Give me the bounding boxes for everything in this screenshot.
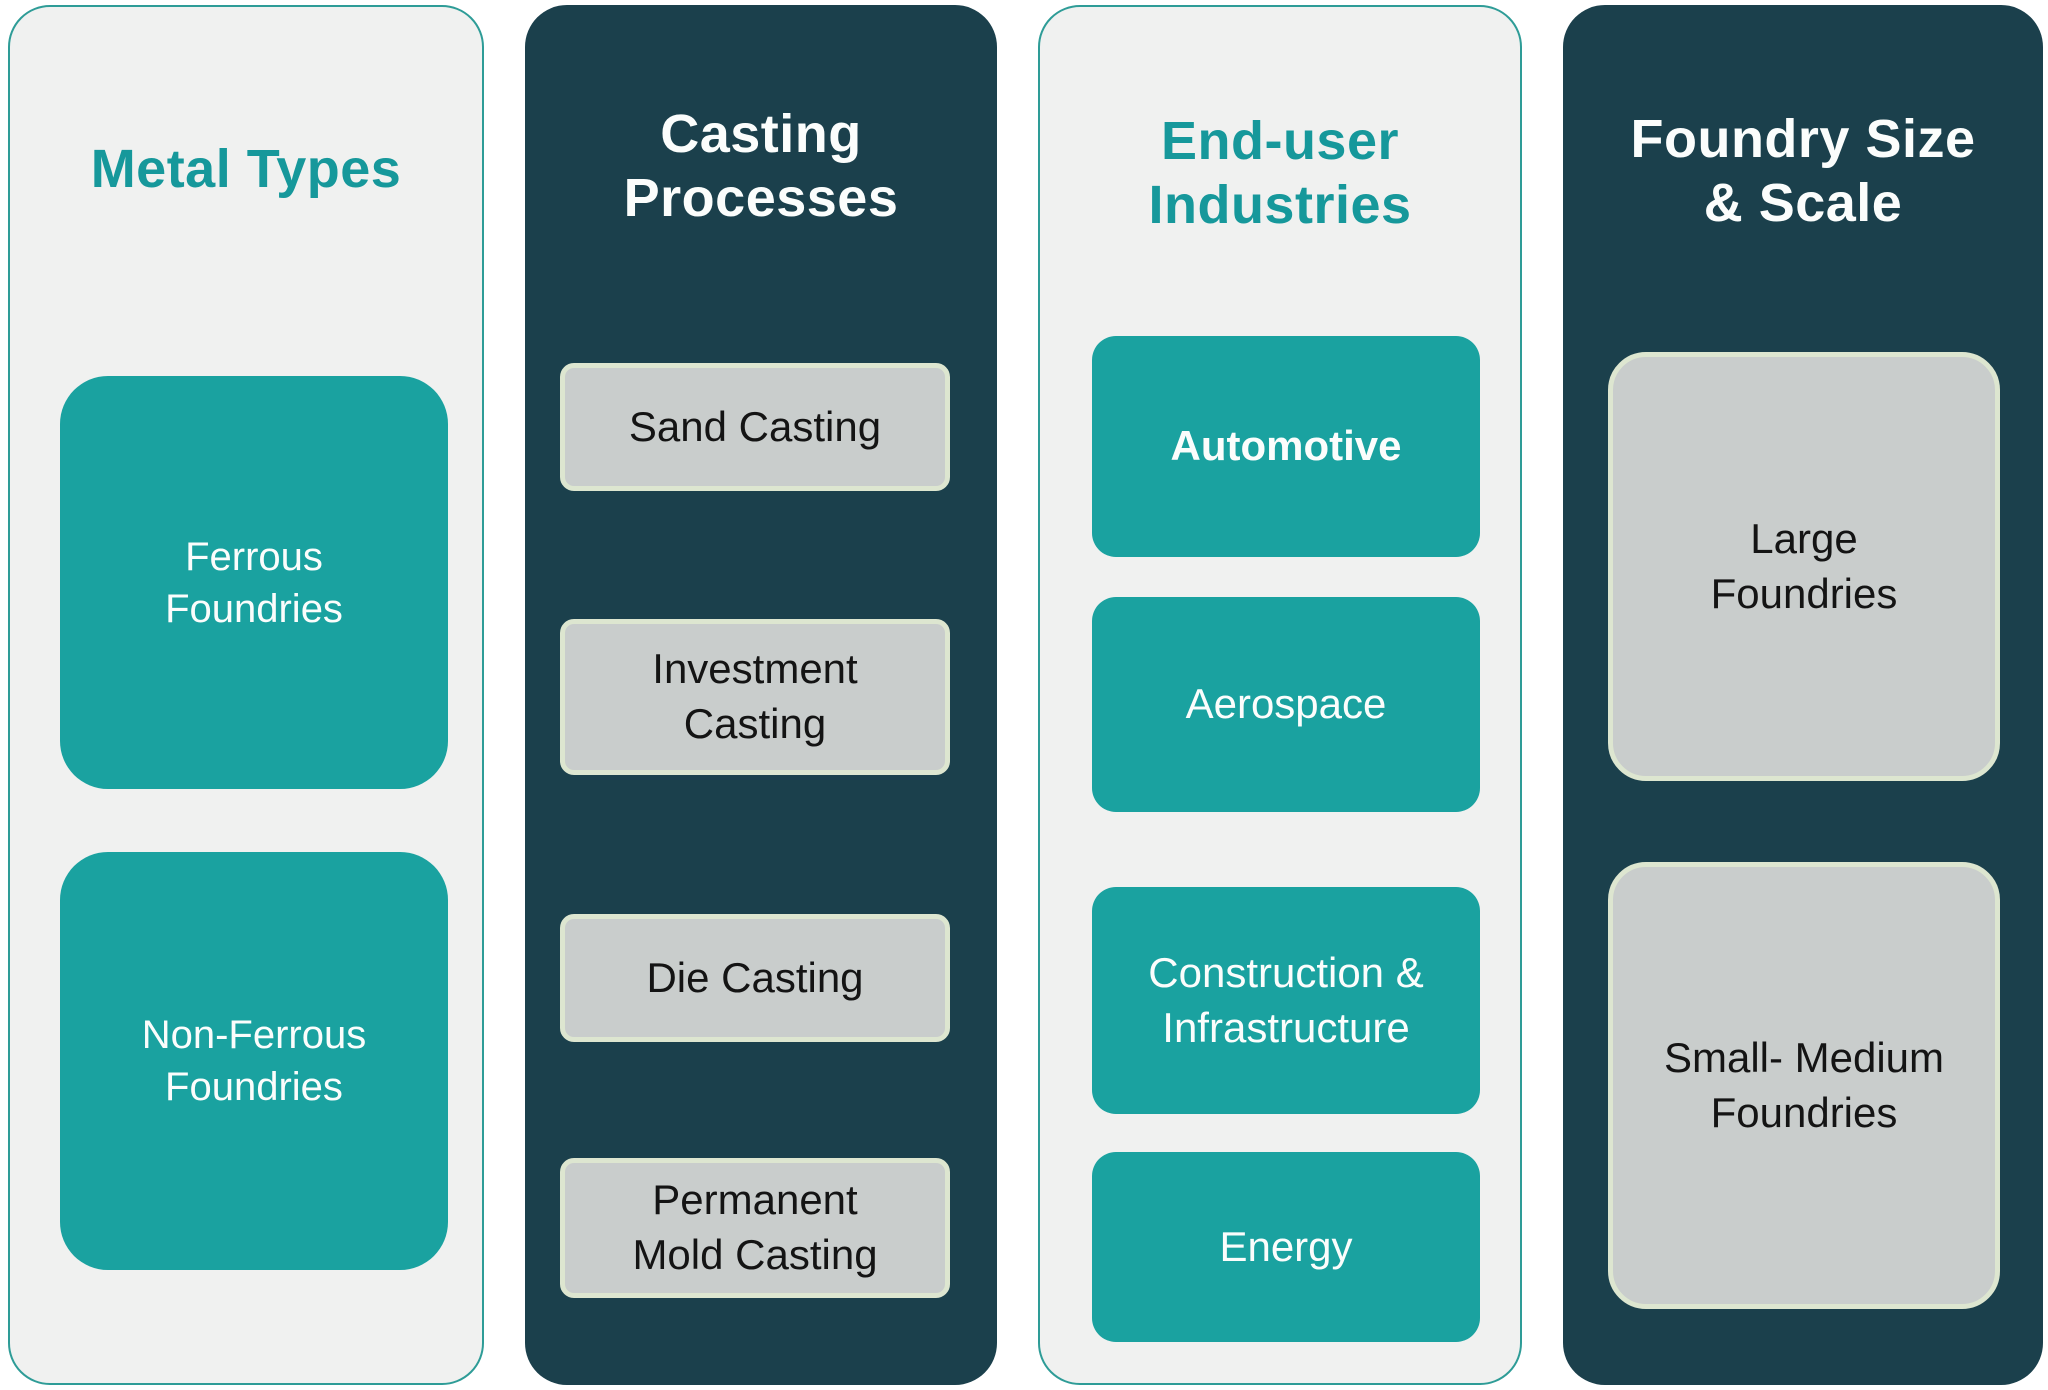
panel-metal-types: Metal Types Ferrous Foundries Non-Ferrou…: [8, 5, 484, 1385]
node-aerospace: Aerospace: [1092, 597, 1480, 812]
panel-title-metal-types: Metal Types: [90, 139, 402, 199]
panel-title-end-user-industries: End-user Industries: [1148, 111, 1412, 235]
node-energy: Energy: [1092, 1152, 1480, 1342]
node-ferrous-foundries: Ferrous Foundries: [60, 376, 448, 789]
node-non-ferrous-foundries: Non-Ferrous Foundries: [60, 852, 448, 1270]
node-investment-casting: Investment Casting: [560, 619, 950, 775]
node-sand-casting: Sand Casting: [560, 363, 950, 491]
panel-title-casting-processes: Casting Processes: [623, 104, 899, 228]
node-automotive: Automotive: [1092, 336, 1480, 557]
node-small-medium-foundries: Small- Medium Foundries: [1608, 862, 2000, 1309]
node-construction-infrastructure: Construction & Infrastructure: [1092, 887, 1480, 1114]
panel-foundry-size-scale: Foundry Size & Scale Large Foundries Sma…: [1563, 5, 2043, 1385]
panel-casting-processes: Casting Processes Sand Casting Investmen…: [525, 5, 997, 1385]
panel-title-foundry-size-scale: Foundry Size & Scale: [1630, 109, 1976, 233]
node-large-foundries: Large Foundries: [1608, 352, 2000, 781]
panel-end-user-industries: End-user Industries Automotive Aerospace…: [1038, 5, 1522, 1385]
node-die-casting: Die Casting: [560, 914, 950, 1042]
node-permanent-mold-casting: Permanent Mold Casting: [560, 1158, 950, 1298]
